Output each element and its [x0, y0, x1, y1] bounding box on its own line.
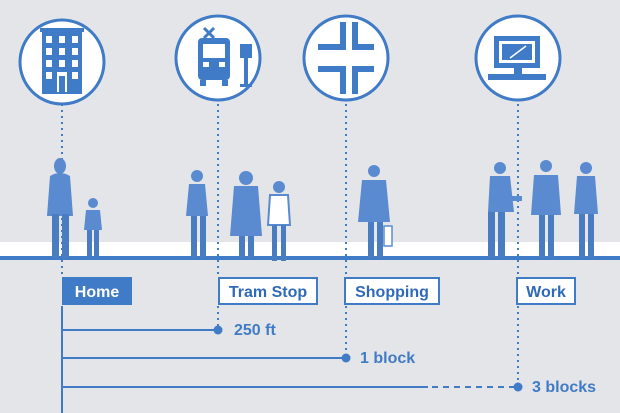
tram-icon — [174, 14, 262, 102]
distance-label-3-blocks: 3 blocks — [532, 379, 597, 396]
person-child-tram — [266, 181, 292, 261]
distance-dot-1-block — [341, 353, 351, 363]
person-woman-home — [47, 158, 73, 258]
person-man-tram — [186, 170, 208, 258]
label-work: Work — [516, 277, 576, 305]
distance-dot-250ft — [213, 325, 223, 335]
intersection-icon — [302, 14, 390, 102]
label-tram-stop: Tram Stop — [218, 277, 318, 305]
person-woman-work — [574, 162, 598, 258]
distance-label-250ft: 250 ft — [234, 322, 276, 339]
building-icon — [18, 18, 106, 106]
person-man-work-1 — [488, 162, 522, 258]
person-child-home — [84, 198, 102, 256]
distance-dot-3-blocks — [513, 382, 523, 392]
distance-lines — [61, 306, 518, 413]
ground-line — [0, 256, 620, 260]
person-man-work-2 — [531, 160, 561, 258]
people-group — [47, 158, 598, 261]
person-woman-tram — [230, 171, 262, 258]
distance-drops — [217, 306, 519, 386]
label-home: Home — [62, 277, 132, 305]
computer-icon — [474, 14, 562, 102]
label-shopping: Shopping — [344, 277, 440, 305]
distance-label-1-block: 1 block — [360, 350, 416, 367]
sidewalk-band — [0, 242, 620, 256]
person-woman-shopping — [358, 165, 393, 258]
